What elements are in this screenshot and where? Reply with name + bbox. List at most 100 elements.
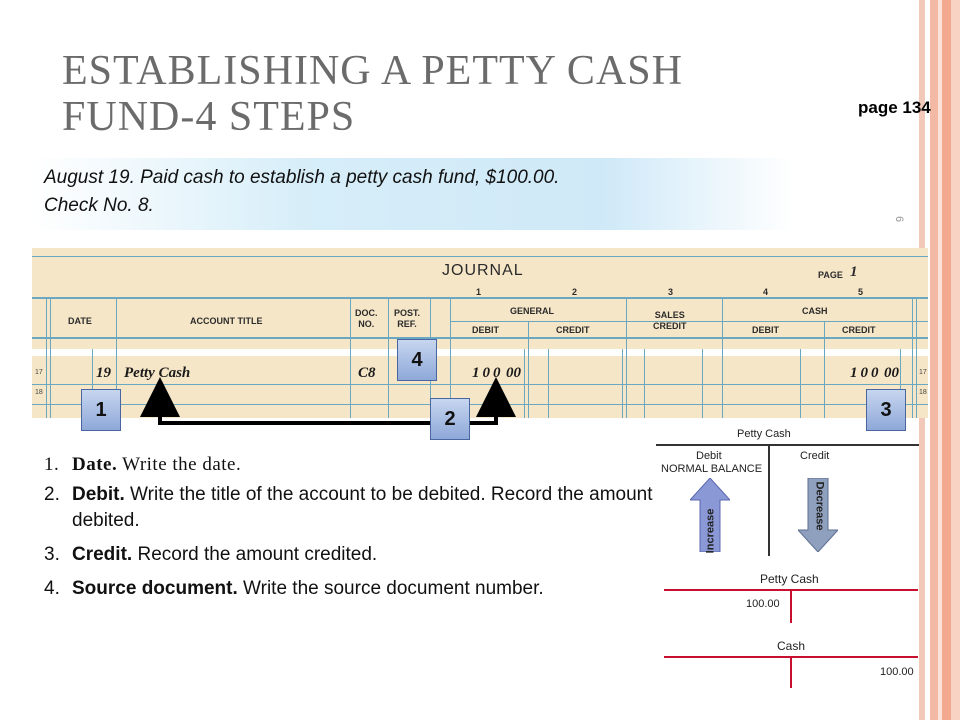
header-date: DATE: [68, 316, 92, 326]
journal-form: JOURNAL PAGE 1 1 2 3 4 5 DATE ACCOUNT TI…: [32, 248, 928, 418]
header-general-credit: CREDIT: [556, 325, 590, 335]
header-post-ref: POST. REF.: [394, 308, 421, 329]
step-number: 3.: [44, 544, 60, 565]
decor-stripe: [938, 0, 942, 720]
steps-list: 1.Date. Write the date. 2. Debit. Write t…: [44, 452, 664, 610]
rule: [824, 321, 825, 418]
rule: [912, 297, 913, 418]
entry-general-debit-dollars: 100: [472, 365, 504, 381]
step-term: Debit.: [72, 484, 125, 505]
slide-number: 6: [893, 216, 905, 223]
rule: [702, 349, 703, 418]
rule: [116, 297, 117, 418]
step-text: Write the source document number.: [237, 578, 544, 599]
transaction-line-1: August 19. Paid cash to establish a pett…: [44, 167, 560, 188]
step-badge-4: 4: [397, 339, 437, 381]
column-number: 2: [572, 287, 578, 297]
rule: [450, 297, 451, 418]
rule: [350, 297, 351, 418]
row-number: 17: [919, 369, 927, 376]
page-title: ESTABLISHING A PETTY CASH FUND-4 STEPS: [62, 48, 683, 140]
rule: [800, 349, 801, 418]
rule: [722, 297, 723, 418]
t-vertical: [790, 656, 792, 688]
row-number: 18: [35, 389, 43, 396]
rule: [32, 337, 928, 339]
header-sales-credit: SALES CREDIT: [653, 310, 687, 331]
row-gap: [32, 349, 928, 356]
rule: [50, 297, 51, 418]
rule: [92, 349, 93, 418]
header-cash: CASH: [802, 306, 828, 316]
step-badge-2: 2: [430, 398, 470, 440]
t-account-title: Cash: [777, 639, 806, 653]
header-doc-no: DOC. NO.: [355, 308, 378, 329]
step-text: Record the amount credited.: [132, 544, 378, 565]
step-number: 1.: [44, 454, 60, 475]
step-term: Credit.: [72, 544, 133, 565]
t-account-credit-value: 100.00: [880, 666, 914, 678]
rule: [644, 349, 645, 418]
header-account-title: ACCOUNT TITLE: [190, 316, 263, 326]
step-item: 4. Source document. Write the source docu…: [44, 576, 664, 602]
rule: [626, 297, 627, 418]
rule: [388, 297, 389, 418]
decrease-arrow-icon: [798, 478, 838, 552]
rule-increase: Increase: [704, 508, 717, 554]
t-account-debit-value: 100.00: [746, 598, 780, 610]
step-term: Source document.: [72, 578, 238, 599]
rule: [724, 321, 928, 322]
step-number: 2.: [44, 484, 60, 505]
step-text: Write the date.: [117, 454, 242, 475]
column-number: 5: [858, 287, 864, 297]
step-text: Write the title of the account to be deb…: [72, 484, 653, 531]
header-general-debit: DEBIT: [472, 325, 499, 335]
journal-page-label: PAGE: [818, 270, 843, 280]
rule-title: Petty Cash: [737, 428, 791, 440]
rule: [32, 297, 928, 299]
t-account-title: Petty Cash: [760, 572, 819, 586]
rule-debit: Debit: [696, 450, 722, 462]
rule: [528, 321, 529, 418]
rule: [548, 349, 549, 418]
entry-cash-credit-dollars: 100: [850, 365, 882, 381]
rule: [32, 256, 928, 257]
row-number: 18: [919, 389, 927, 396]
step-number: 4.: [44, 578, 60, 599]
header-cash-debit: DEBIT: [752, 325, 779, 335]
entry-cash-credit-cents: 00: [884, 365, 899, 381]
step-badge-3: 3: [866, 389, 906, 431]
column-number: 3: [668, 287, 674, 297]
step-item: 3. Credit. Record the amount credited.: [44, 542, 664, 568]
journal-page-number: 1: [850, 264, 858, 280]
increase-arrow-icon: [690, 478, 730, 552]
t-vertical: [790, 589, 792, 623]
header-general: GENERAL: [510, 306, 555, 316]
column-number: 4: [763, 287, 769, 297]
entry-general-debit-cents: 00: [506, 365, 521, 381]
rule-normal-balance: NORMAL BALANCE: [661, 463, 763, 475]
column-number: 1: [476, 287, 482, 297]
row-number: 17: [35, 369, 43, 376]
rule-decrease: Decrease: [813, 481, 826, 531]
rule-credit: Credit: [800, 450, 830, 462]
rule: [524, 349, 525, 418]
header-cash-credit: CREDIT: [842, 325, 876, 335]
transaction-text: August 19. Paid cash to establish a pett…: [44, 164, 784, 220]
decor-stripe: [951, 0, 960, 720]
rule: [46, 297, 47, 418]
transaction-banner: [33, 158, 793, 230]
entry-day: 19: [96, 365, 111, 381]
rule: [32, 404, 928, 405]
entry-account-title: Petty Cash: [124, 365, 191, 381]
entry-doc-no: C8: [358, 365, 376, 381]
step-badge-1: 1: [81, 389, 121, 431]
t-horizontal: [656, 444, 919, 446]
step-item: 1.Date. Write the date.: [44, 452, 664, 478]
journal-title: JOURNAL: [442, 262, 524, 279]
rule: [900, 349, 901, 418]
rule: [32, 384, 928, 385]
step-item: 2. Debit. Write the title of the account …: [44, 482, 664, 534]
rule: [916, 297, 917, 418]
decor-stripe: [930, 0, 938, 720]
